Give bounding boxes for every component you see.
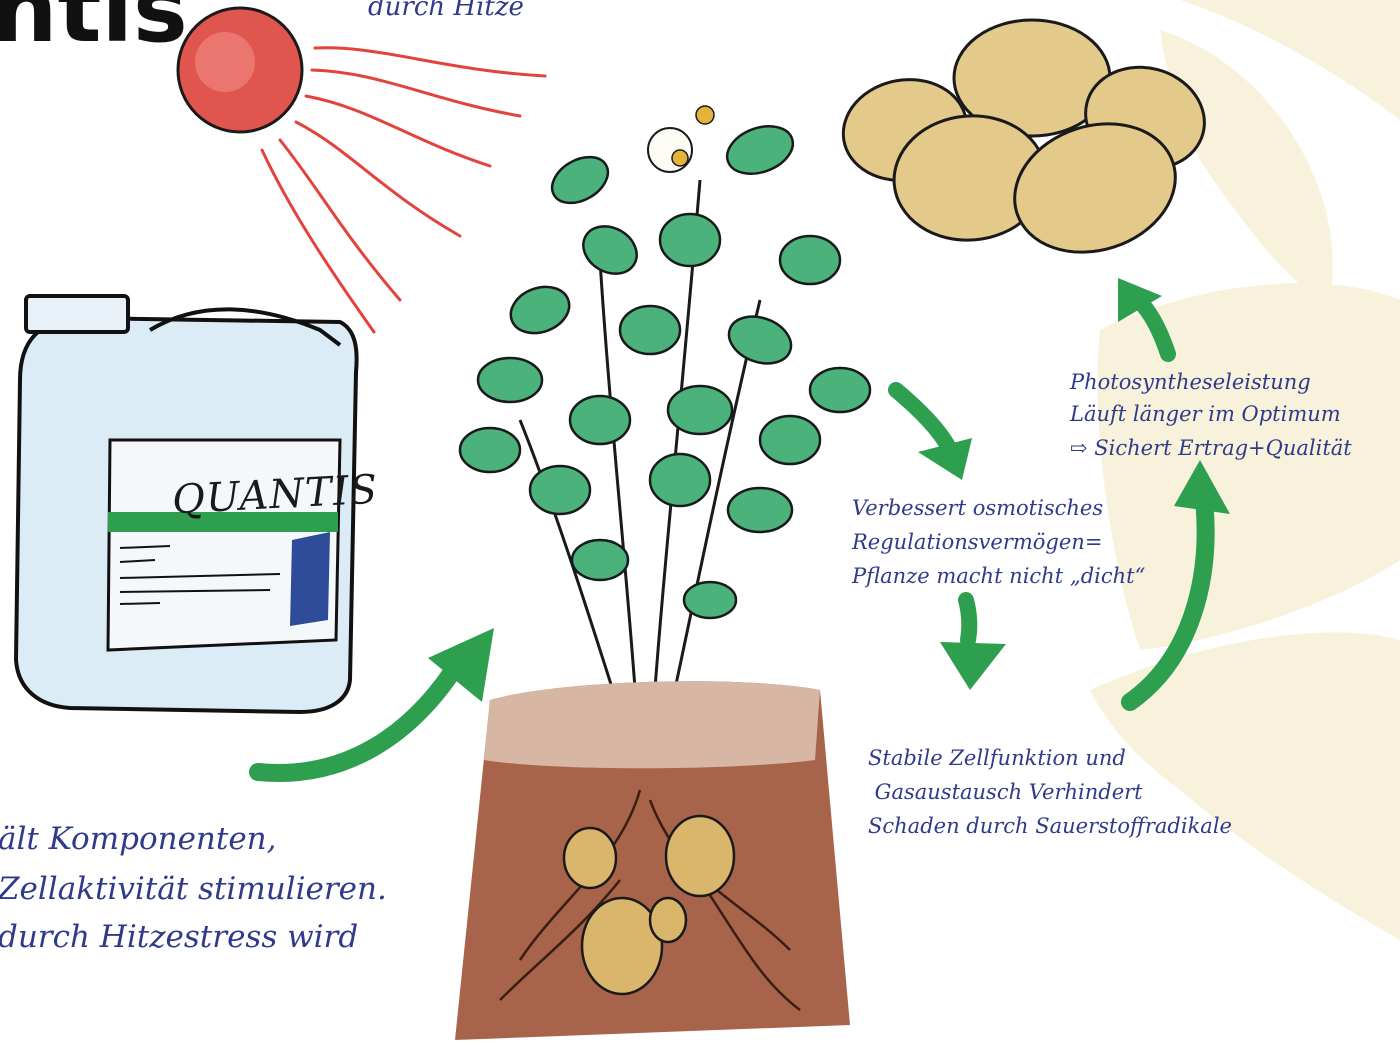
photosynthesis-text-line-3: ⇨ Sichert Ertrag+Qualität: [1070, 438, 1352, 459]
cell-text-line-3: Schaden durch Sauerstoffradikale: [868, 816, 1232, 837]
osmotic-text-line-2: Regulationsvermögen=: [852, 532, 1102, 553]
cell-text-line-2: Gasaustausch Verhindert: [868, 782, 1143, 803]
left-text-line-2: Zellaktivität stimulieren.: [0, 874, 387, 905]
arrow-osmotic-to-cell: [940, 600, 1006, 690]
potato-plant: [460, 106, 870, 760]
arrow-plant-to-osmotic: [896, 390, 972, 480]
cell-text-line-1: Stabile Zellfunktion und: [868, 748, 1126, 769]
brand-wordmark: ntis: [0, 0, 188, 56]
osmotic-text-line-1: Verbessert osmotisches: [852, 498, 1103, 519]
left-text-line-3: durch Hitzestress wird: [0, 922, 358, 953]
sun-caption: durch Hitze: [368, 0, 524, 20]
sun-icon: [178, 8, 302, 132]
left-text-line-1: ält Komponenten,: [0, 824, 277, 855]
flower-icon: [648, 106, 714, 172]
soil-block: [455, 681, 850, 1040]
photosynthesis-text-line-2: Läuft länger im Optimum: [1070, 404, 1341, 425]
heat-rays: [262, 48, 545, 332]
photosynthesis-text-line-1: Photosyntheseleistung: [1070, 372, 1311, 393]
osmotic-text-line-3: Pflanze macht nicht „dicht“: [852, 566, 1145, 587]
potatoes-icon: [835, 20, 1216, 272]
